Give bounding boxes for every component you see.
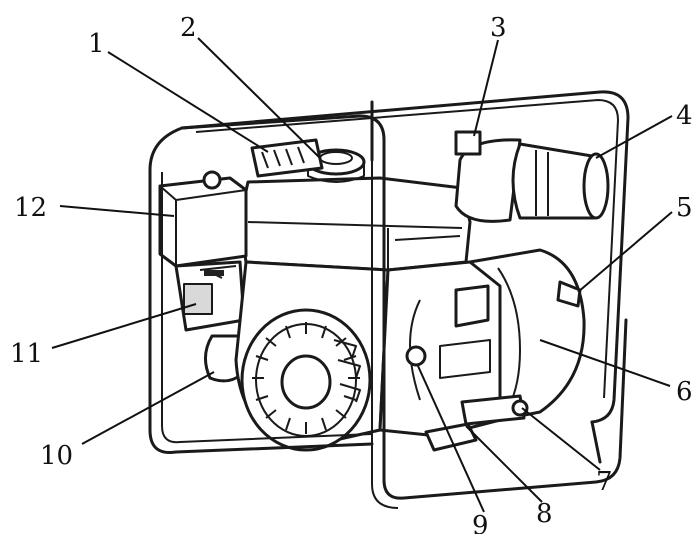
engine-block <box>158 138 472 452</box>
leader-10 <box>81 371 215 445</box>
callout-5: 5 <box>676 193 693 223</box>
callout-10: 10 <box>40 441 73 471</box>
callout-4: 4 <box>676 101 693 131</box>
callout-7: 7 <box>596 467 613 497</box>
callout-6: 6 <box>676 377 693 407</box>
base-part <box>424 394 526 452</box>
leader-11 <box>51 303 197 349</box>
leader-2 <box>197 37 321 159</box>
drain-bolt-part <box>511 399 529 417</box>
leader-1 <box>107 51 269 153</box>
frame-front <box>148 114 628 509</box>
callout-12: 12 <box>14 193 47 223</box>
callout-8: 8 <box>536 499 553 529</box>
leader-6 <box>539 339 671 387</box>
callout-2: 2 <box>180 13 197 43</box>
callout-9: 9 <box>472 511 489 534</box>
carburetor-part <box>174 260 246 332</box>
leader-3 <box>473 39 499 137</box>
leader-4 <box>595 115 673 159</box>
air-cleaner-part <box>158 170 248 268</box>
leader-lines <box>51 37 673 513</box>
callout-3: 3 <box>490 13 507 43</box>
callout-numbers: 1 2 3 4 5 6 7 8 9 10 11 12 <box>10 13 693 534</box>
pump-body <box>378 130 610 452</box>
recoil-starter <box>234 260 390 452</box>
leader-8 <box>465 425 543 503</box>
leader-5 <box>577 211 673 293</box>
callout-1: 1 <box>88 29 105 59</box>
priming-plug-part <box>556 280 582 308</box>
callout-11: 11 <box>10 339 43 369</box>
muffler-part <box>250 138 324 178</box>
outlet-part <box>454 130 610 223</box>
leader-9 <box>417 365 485 513</box>
leader-7 <box>521 407 601 471</box>
leader-12 <box>59 205 175 217</box>
